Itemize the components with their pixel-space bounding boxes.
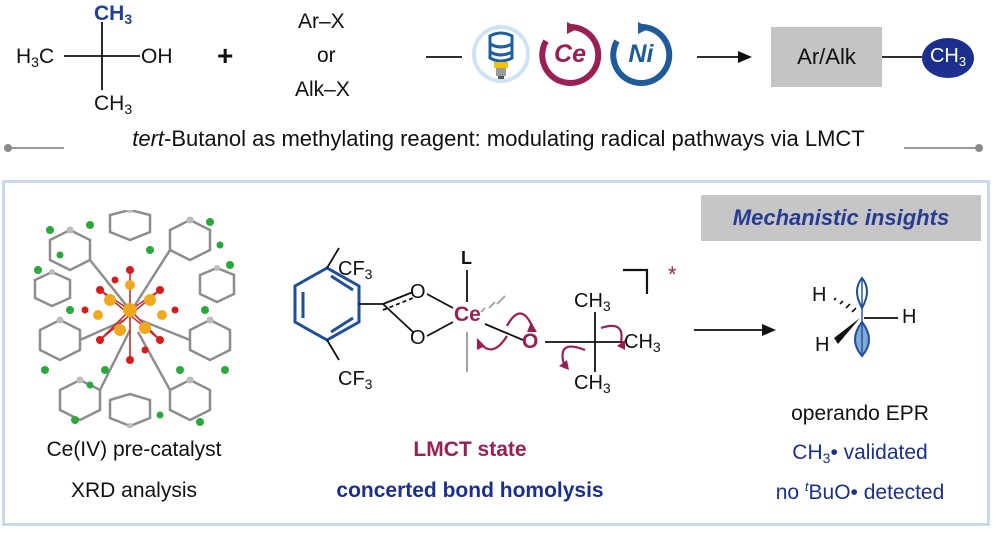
ni-label: Ni: [628, 40, 654, 68]
concerted-label: concerted bond homolysis: [336, 479, 604, 502]
tbuoh-ch3-top: CH3: [94, 2, 133, 27]
cf3-bottom: CF3: [338, 368, 373, 392]
mechanistic-header: Mechanistic insights: [732, 205, 950, 230]
ce-complex-structure: [293, 247, 649, 372]
epr-caption-2: CH3• validated: [792, 441, 928, 466]
partner-arx: Ar–X: [298, 10, 345, 33]
epr-caption-1: operando EPR: [791, 402, 929, 425]
panel-arrow: [694, 324, 776, 336]
ce-atom: Ce: [454, 303, 481, 326]
excited-state-star: *: [668, 262, 677, 287]
product-box: [771, 27, 882, 87]
partner-alkx: Alk–X: [295, 78, 350, 101]
product-box-label: Ar/Alk: [797, 44, 856, 69]
ch3-c: CH3: [574, 372, 611, 396]
tagline: tert-Butanol as methylating reagent: mod…: [132, 126, 865, 151]
methyl-badge: [922, 38, 974, 78]
cerium-cycle-icon: [539, 22, 602, 86]
tbuoh-ch3-bottom: CH3: [94, 92, 133, 117]
methyl-h2: H: [902, 306, 917, 328]
lmct-state-label: LMCT state: [413, 438, 527, 461]
crystal-structure-image: [33, 210, 236, 428]
l-ligand: L: [461, 248, 472, 268]
o-atom-3: O: [522, 330, 539, 353]
o-atom-2: O: [410, 327, 426, 349]
o-atom-1: O: [410, 281, 426, 303]
partner-or: or: [317, 44, 336, 67]
methyl-radical-structure: [833, 276, 898, 358]
tbuoh-oh: OH: [141, 45, 173, 68]
left-caption-2: XRD analysis: [70, 479, 198, 502]
cf3-top: CF3: [338, 258, 373, 282]
lightbulb-icon: [472, 25, 530, 83]
product-ch3: CH3: [929, 45, 967, 69]
left-caption-1: Ce(IV) pre-catalyst: [46, 438, 222, 461]
methyl-h1: H: [812, 284, 827, 306]
plus-sign: +: [217, 40, 234, 71]
methyl-h3: H: [815, 334, 830, 356]
tbuoh-h3c-left: H3C: [16, 45, 55, 70]
reaction-scheme-lines: [4, 22, 983, 152]
nickel-cycle-icon: [610, 22, 673, 86]
mechanistic-header-box: [701, 195, 981, 241]
epr-caption-3: no tBuO• detected: [775, 479, 945, 504]
ch3-a: CH3: [574, 290, 611, 314]
ce-label: Ce: [554, 40, 586, 68]
ch3-b: CH3: [624, 331, 661, 355]
